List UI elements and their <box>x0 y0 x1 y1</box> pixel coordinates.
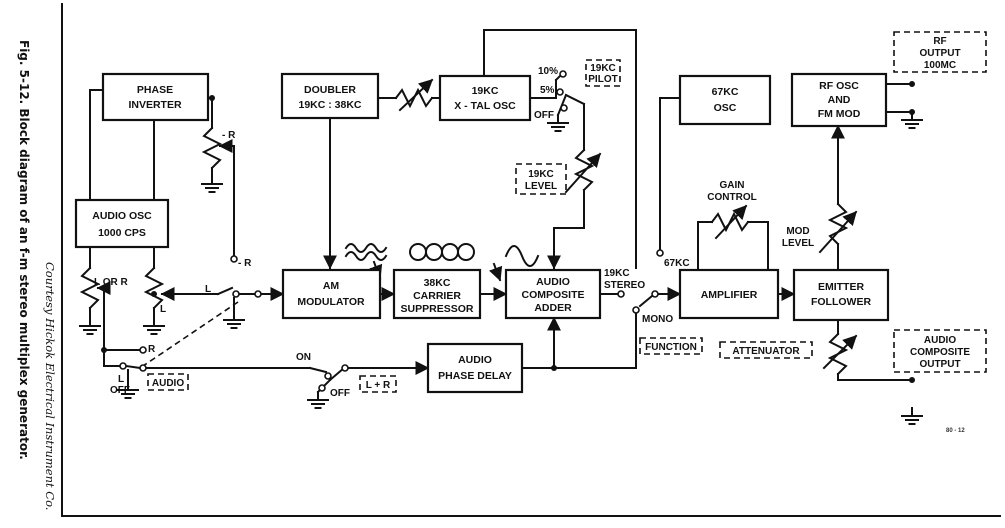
label-gain-control-2: CONTROL <box>707 192 756 203</box>
circuit-labels: - R - R L OR R L L R L OFF ON OFF 10% 5%… <box>94 66 965 434</box>
svg-text:DOUBLER: DOUBLER <box>304 84 356 96</box>
svg-text:FUNCTION: FUNCTION <box>645 342 697 353</box>
svg-text:FOLLOWER: FOLLOWER <box>811 296 871 308</box>
svg-text:ATTENUATOR: ATTENUATOR <box>732 346 800 357</box>
label-on: ON <box>296 352 311 363</box>
label-mod-level-2: LEVEL <box>782 238 814 249</box>
sine-waveform-icon <box>504 245 540 267</box>
label-5pct: 5% <box>540 85 555 96</box>
label-gain-control-1: GAIN <box>720 180 745 191</box>
junction-dots <box>101 81 915 383</box>
label-r-switch: R <box>148 344 156 355</box>
tag-rf-output: RF OUTPUT 100MC <box>893 31 987 73</box>
wiring <box>79 29 913 394</box>
label-19kc-stereo-2: STEREO <box>604 280 645 291</box>
svg-text:RF: RF <box>933 36 946 47</box>
svg-text:X - TAL OSC: X - TAL OSC <box>454 100 516 112</box>
label-l-or-r: L OR R <box>94 277 128 288</box>
svg-text:INVERTER: INVERTER <box>128 99 182 111</box>
block-composite-adder: AUDIO COMPOSITE ADDER <box>504 268 602 320</box>
svg-text:EMITTER: EMITTER <box>818 281 864 293</box>
block-audio-phase-delay: AUDIO PHASE DELAY <box>426 342 524 394</box>
svg-text:AMPLIFIER: AMPLIFIER <box>701 289 758 301</box>
tag-function: FUNCTION <box>639 337 703 355</box>
svg-text:19KC: 19KC <box>472 85 499 97</box>
svg-text:PILOT: PILOT <box>588 74 617 85</box>
adder-arrow-icon <box>489 262 503 282</box>
svg-text:PHASE DELAY: PHASE DELAY <box>438 370 512 382</box>
switch-terminals <box>119 70 664 392</box>
tag-audio-composite-output: AUDIO COMPOSITE OUTPUT <box>893 329 987 373</box>
block-xtal-osc: 19KC X - TAL OSC <box>438 74 532 122</box>
svg-text:67KC: 67KC <box>712 86 739 98</box>
label-19kc-stereo-1: 19KC <box>604 268 630 279</box>
svg-text:LEVEL: LEVEL <box>525 181 557 192</box>
svg-text:AUDIO OSC: AUDIO OSC <box>92 210 152 222</box>
label-l-pot: L <box>160 304 166 315</box>
label-minus-r-1: - R <box>222 130 236 141</box>
svg-text:ADDER: ADDER <box>534 302 572 314</box>
block-phase-inverter: PHASE INVERTER <box>101 72 210 122</box>
svg-text:AUDIO: AUDIO <box>152 378 184 389</box>
block-67kc-osc: 67KC OSC <box>678 74 772 126</box>
svg-text:L + R: L + R <box>366 380 391 391</box>
block-doubler: DOUBLER 19KC : 38KC <box>280 72 380 120</box>
sine-modulated-waveform-icon <box>344 243 388 253</box>
block-audio-osc: AUDIO OSC 1000 CPS <box>74 198 170 249</box>
tag-audio: AUDIO <box>147 373 189 391</box>
figure-caption: Fig. 5-12. Block diagram of an f-m stere… <box>17 40 31 460</box>
svg-text:MODULATOR: MODULATOR <box>297 296 365 308</box>
block-am-modulator: AM MODULATOR <box>281 268 382 320</box>
svg-text:19KC : 38KC: 19KC : 38KC <box>298 99 361 111</box>
svg-text:AM: AM <box>323 280 340 292</box>
label-mod-level-1: MOD <box>786 226 809 237</box>
svg-text:CARRIER: CARRIER <box>413 290 461 302</box>
figure-number: 80 - 12 <box>946 428 965 434</box>
svg-text:AND: AND <box>828 94 851 106</box>
label-l-switch: L <box>205 284 211 295</box>
tag-l-plus-r: L + R <box>359 375 397 393</box>
svg-text:FM MOD: FM MOD <box>818 108 861 120</box>
label-off-1: OFF <box>110 385 130 396</box>
svg-text:COMPOSITE: COMPOSITE <box>910 347 970 358</box>
svg-text:SUPPRESSOR: SUPPRESSOR <box>401 303 474 315</box>
svg-text:19KC: 19KC <box>590 63 616 74</box>
block-carrier-suppressor: 38KC CARRIER SUPPRESSOR <box>392 268 482 320</box>
svg-text:19KC: 19KC <box>528 169 554 180</box>
label-10pct: 10% <box>538 66 558 77</box>
svg-text:38KC: 38KC <box>424 277 451 289</box>
svg-text:OUTPUT: OUTPUT <box>919 359 960 370</box>
block-amplifier: AMPLIFIER <box>678 268 780 320</box>
label-mono: MONO <box>642 314 673 325</box>
label-l-off: L <box>118 374 124 385</box>
label-off-2: OFF <box>330 388 350 399</box>
svg-text:COMPOSITE: COMPOSITE <box>521 289 584 301</box>
svg-text:AUDIO: AUDIO <box>536 276 570 288</box>
label-minus-r-2: - R <box>238 258 252 269</box>
suppressed-carrier-waveform-icon <box>409 243 475 261</box>
tag-19kc-pilot: 19KC PILOT <box>585 59 621 87</box>
courtesy-caption: Courtesy Hickok Electrical Instrument Co… <box>43 262 57 510</box>
block-rf-osc: RF OSC AND FM MOD <box>790 72 888 128</box>
tag-19kc-level: 19KC LEVEL <box>515 163 567 195</box>
svg-text:AUDIO: AUDIO <box>924 335 956 346</box>
svg-text:RF OSC: RF OSC <box>819 80 859 92</box>
svg-text:AUDIO: AUDIO <box>458 354 492 366</box>
svg-text:OSC: OSC <box>714 102 737 114</box>
svg-text:100MC: 100MC <box>924 60 956 71</box>
block-emitter-follower: EMITTER FOLLOWER <box>792 268 890 322</box>
svg-text:PHASE: PHASE <box>137 84 173 96</box>
tag-attenuator: ATTENUATOR <box>719 341 813 359</box>
svg-text:OUTPUT: OUTPUT <box>919 48 960 59</box>
label-67kc: 67KC <box>664 258 690 269</box>
svg-text:1000 CPS: 1000 CPS <box>98 227 146 239</box>
label-off-3: OFF <box>534 110 554 121</box>
